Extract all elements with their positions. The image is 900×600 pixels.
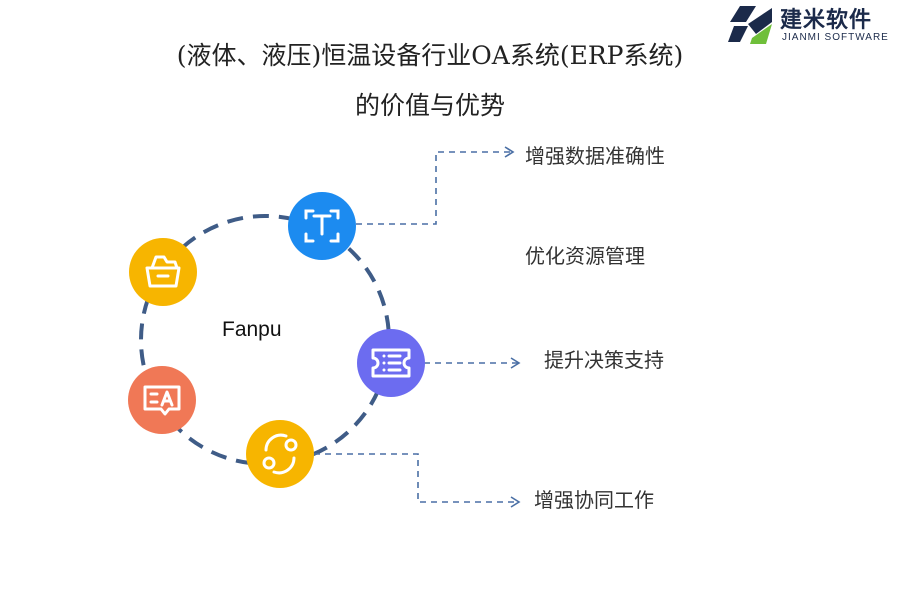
node-cycle (246, 420, 314, 488)
connector-1 (356, 151, 512, 225)
benefit-label-4: 增强协同工作 (534, 488, 654, 512)
benefit-label-2: 优化资源管理 (525, 244, 645, 268)
page-title-line1: (液体、液压)恒温设备行业OA系统(ERP系统) (176, 41, 684, 70)
center-label: Fanpu (222, 318, 282, 341)
text-icon (304, 209, 340, 243)
benefit-label-3: 提升决策支持 (544, 348, 664, 372)
connector-4 (314, 453, 518, 503)
logo-text-en: JIANMI SOFTWARE (782, 32, 889, 43)
connectors (314, 151, 518, 503)
connector-arrows (504, 146, 521, 508)
benefit-label-1: 增强数据准确性 (525, 144, 665, 168)
node-chat (128, 366, 196, 434)
node-basket (129, 238, 197, 306)
company-logo: 建米软件 JIANMI SOFTWARE (726, 2, 898, 46)
node-ticket (357, 329, 425, 397)
basket-icon (145, 255, 181, 288)
arrow-3 (510, 357, 521, 369)
refresh-cycle-icon (262, 433, 298, 475)
arrow-1 (504, 146, 515, 158)
text-chat-icon (143, 385, 181, 416)
logo-mark-icon (728, 6, 772, 44)
ticket-list-icon (371, 348, 411, 378)
arrow-4 (510, 496, 521, 508)
node-text-icon (288, 192, 356, 260)
page-title-line2: 的价值与优势 (354, 91, 505, 120)
logo-text-cn: 建米软件 (780, 8, 873, 33)
